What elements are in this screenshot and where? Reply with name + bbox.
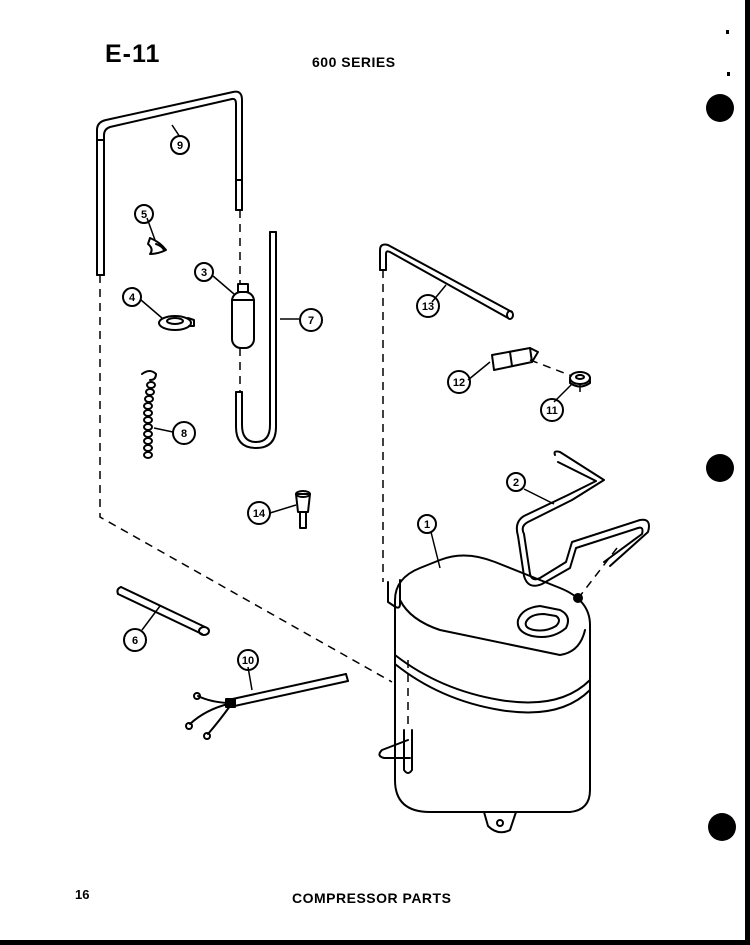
leader-lines [140,124,573,691]
callout-12: 12 [447,370,471,394]
binder-hole [706,94,734,122]
mounting-chain [141,370,157,459]
tube-clamp [158,315,195,331]
svg-text:2: 2 [513,477,519,489]
binder-hole [708,813,736,841]
scan-mark [727,72,730,76]
callout-1: 1 [417,514,437,534]
callout-14: 14 [247,501,271,525]
callout-6: 6 [123,628,147,652]
page-code: E-11 [105,40,161,68]
binder-hole [706,454,734,482]
svg-text:8: 8 [181,428,187,440]
svg-text:9: 9 [177,140,183,152]
svg-text:12: 12 [453,377,465,389]
footer-title: COMPRESSOR PARTS [292,890,452,906]
discharge-tube-compressor [515,450,650,587]
svg-text:6: 6 [132,635,138,647]
svg-text:14: 14 [253,508,266,520]
page-number: 16 [75,887,90,902]
connection-lines [99,210,618,730]
svg-text:1: 1 [424,519,430,531]
callout-5: 5 [134,204,154,224]
drier-tube [235,231,277,449]
callout-9-upper: 9 [170,135,190,155]
tube-clip [147,237,167,255]
svg-text:11: 11 [546,405,558,417]
compressor [378,554,591,834]
drier [231,283,255,349]
callout-10: 10 [237,649,259,671]
svg-text:4: 4 [129,292,136,304]
svg-text:7: 7 [308,315,314,327]
series-label: 600 SERIES [312,54,396,70]
callout-7: 7 [299,308,323,332]
discharge-tube-upper [379,243,514,320]
suction-tube-upper [96,90,243,276]
svg-text:10: 10 [242,655,254,667]
suction-tube-lower [116,586,210,636]
callout-2: 2 [506,472,526,492]
wire-harness [185,673,349,740]
svg-text:13: 13 [422,301,434,313]
callout-8: 8 [172,421,196,445]
scan-mark [726,30,729,34]
svg-text:3: 3 [201,267,207,279]
callout-13: 13 [416,294,440,318]
callout-11: 11 [540,398,564,422]
callouts: 9 5 4 3 7 8 14 [122,135,564,671]
callout-4: 4 [122,287,142,307]
terminal-plug [295,490,311,529]
svg-text:5: 5 [141,209,147,221]
callout-3: 3 [194,262,214,282]
relay-bracket [491,347,539,371]
